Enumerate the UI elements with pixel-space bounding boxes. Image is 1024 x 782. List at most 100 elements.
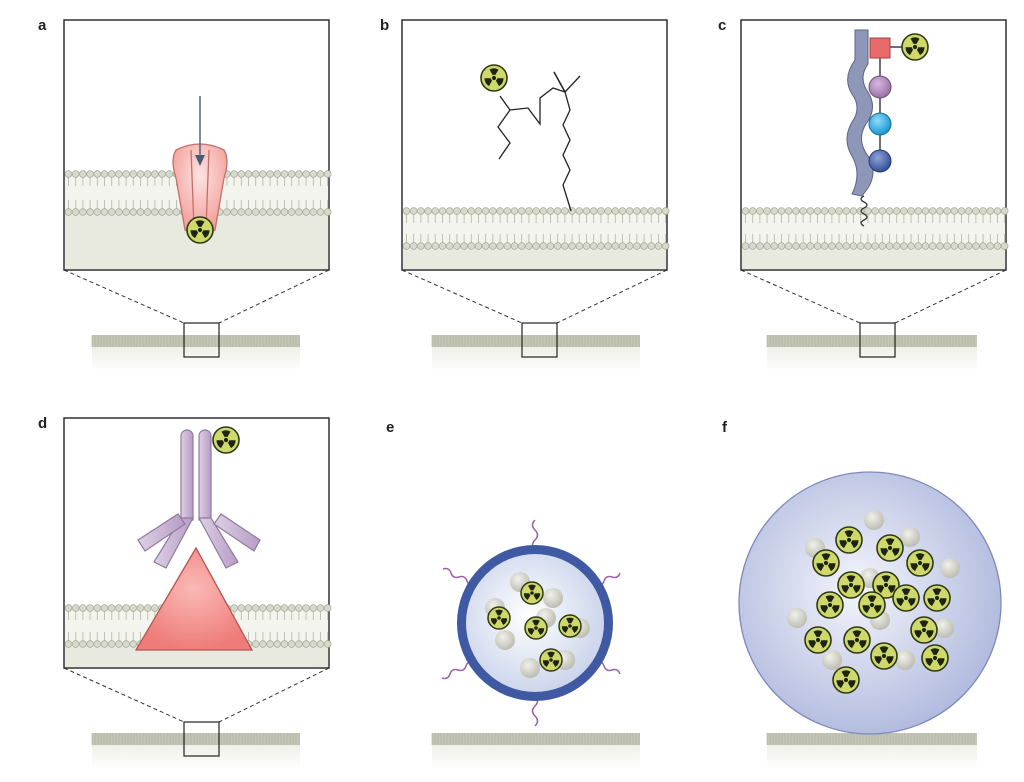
lipid-head bbox=[633, 242, 641, 250]
zoom-line bbox=[556, 269, 668, 324]
lipid-head bbox=[756, 242, 764, 250]
lipid-head bbox=[964, 242, 973, 250]
antibody-chain bbox=[137, 513, 186, 552]
lipid-head bbox=[900, 207, 908, 215]
lipid-head bbox=[71, 640, 80, 648]
lipid-head bbox=[136, 170, 145, 178]
lipid-head bbox=[93, 640, 102, 648]
radioactive-icon bbox=[804, 626, 832, 654]
lipid-head bbox=[71, 208, 80, 216]
panel-label-c: c bbox=[718, 17, 726, 34]
lipid-head bbox=[93, 170, 102, 178]
lipid-head bbox=[115, 208, 123, 216]
lipid-head bbox=[309, 640, 318, 648]
lipid-head bbox=[517, 242, 526, 250]
radioactive-icon bbox=[524, 616, 548, 640]
lipid-head bbox=[151, 170, 159, 178]
lipid-head bbox=[763, 207, 771, 215]
lipid-head bbox=[589, 207, 598, 215]
lipid-head bbox=[280, 208, 289, 216]
radioactive-icon bbox=[480, 64, 508, 92]
lipid-head bbox=[107, 208, 116, 216]
lipid-head bbox=[604, 242, 612, 250]
lipid-head bbox=[129, 604, 138, 612]
panel-label-f: f bbox=[722, 419, 728, 436]
lipid-head bbox=[986, 242, 995, 250]
radioactive-icon bbox=[186, 216, 214, 244]
lipid-head bbox=[842, 207, 851, 215]
lipid-head bbox=[885, 207, 894, 215]
lipid-head bbox=[309, 604, 318, 612]
zoom-line bbox=[63, 667, 185, 723]
zoom-box bbox=[859, 322, 896, 358]
lipid-head bbox=[813, 207, 822, 215]
lipid-head bbox=[611, 242, 620, 250]
panel-f-nanoparticle bbox=[738, 471, 1002, 769]
sugar-navy bbox=[868, 149, 892, 173]
lipid-head bbox=[640, 207, 648, 215]
lipid-head bbox=[107, 604, 116, 612]
lipid-head bbox=[950, 207, 959, 215]
lipid-head bbox=[481, 242, 490, 250]
panel-a-ion-channel bbox=[63, 19, 332, 371]
lipid-head bbox=[575, 242, 584, 250]
lipid-head bbox=[799, 242, 807, 250]
lipid-head bbox=[618, 207, 627, 215]
grey-bead bbox=[895, 650, 915, 670]
lipid-head bbox=[71, 604, 80, 612]
lipid-head bbox=[510, 242, 519, 250]
lipid-head bbox=[467, 207, 476, 215]
zoom-box bbox=[521, 322, 558, 358]
lipid-head bbox=[763, 242, 771, 250]
lipid-head bbox=[129, 208, 138, 216]
cell-body bbox=[92, 345, 300, 371]
cell-surface bbox=[766, 733, 977, 769]
cell-surface bbox=[91, 721, 300, 769]
lipid-head bbox=[553, 207, 562, 215]
antibody-chain bbox=[180, 429, 194, 521]
lipid-bilayer bbox=[741, 207, 1009, 250]
panel-label-b: b bbox=[380, 17, 389, 34]
lipid-head bbox=[936, 207, 944, 215]
lipid-head bbox=[302, 170, 310, 178]
grey-bead bbox=[822, 650, 842, 670]
lipid-head bbox=[287, 604, 296, 612]
lipid-head bbox=[223, 208, 231, 216]
lipid-head bbox=[143, 170, 152, 178]
lipid-head bbox=[143, 208, 152, 216]
radioactive-icon bbox=[837, 571, 865, 599]
lipid-head bbox=[525, 207, 533, 215]
lipid-head bbox=[539, 207, 548, 215]
radioactive-icon bbox=[910, 616, 938, 644]
lipid-head bbox=[604, 207, 612, 215]
lipid-head bbox=[287, 208, 296, 216]
lipid-head bbox=[438, 207, 447, 215]
lipid-head bbox=[532, 207, 540, 215]
lipid-head bbox=[323, 170, 332, 178]
lipid-head bbox=[309, 208, 318, 216]
lipid-head bbox=[589, 242, 598, 250]
grey-bead bbox=[495, 630, 515, 650]
lipid-head bbox=[661, 207, 670, 215]
radioactive-icon bbox=[892, 584, 920, 612]
lipid-head bbox=[431, 207, 440, 215]
lipid-head bbox=[950, 242, 959, 250]
lipid-head bbox=[273, 208, 282, 216]
lipid-head bbox=[741, 242, 750, 250]
lipid-head bbox=[496, 242, 504, 250]
lipid-head bbox=[453, 207, 461, 215]
lipid-head bbox=[813, 242, 822, 250]
lipid-head bbox=[409, 207, 418, 215]
lipid-head bbox=[900, 242, 908, 250]
lipid-head bbox=[136, 604, 145, 612]
lipid-head bbox=[784, 207, 793, 215]
radioactive-icon bbox=[835, 526, 863, 554]
lipid-head bbox=[165, 208, 174, 216]
lipid-head bbox=[287, 640, 296, 648]
chain-branch bbox=[564, 75, 581, 93]
lipid-head bbox=[806, 242, 815, 250]
lipid-head bbox=[561, 242, 569, 250]
lipid-head bbox=[928, 207, 937, 215]
lipid-head bbox=[474, 242, 483, 250]
lipid-head bbox=[165, 170, 174, 178]
